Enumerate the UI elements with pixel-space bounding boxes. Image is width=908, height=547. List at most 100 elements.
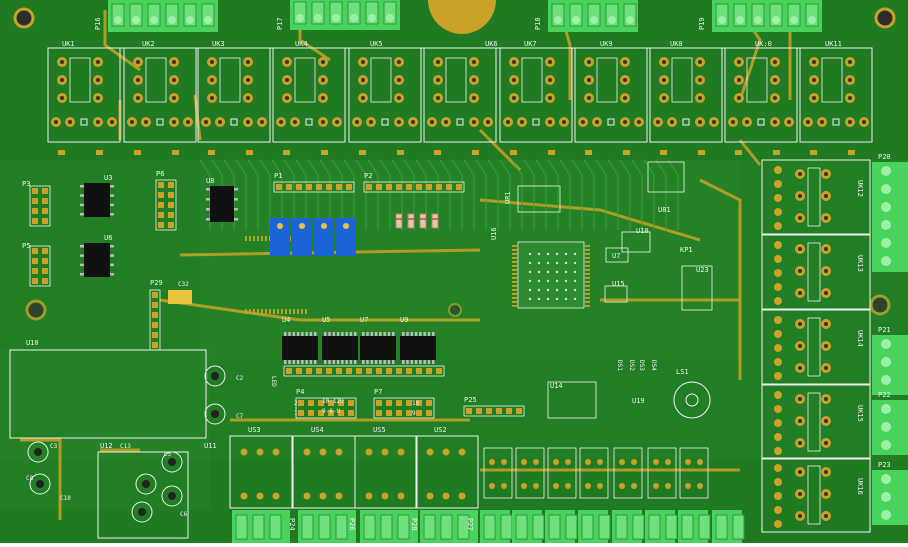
signal-trace: [487, 159, 499, 230]
ic-pin: [206, 198, 210, 201]
relay-pad-hole: [812, 96, 816, 100]
cap-label: C3: [50, 443, 58, 450]
ic-pin: [80, 254, 84, 257]
ic-pin: [406, 332, 409, 336]
mcu-pin-bottom: [305, 309, 307, 314]
terminal-bottom-slot: [318, 514, 331, 540]
terminal-bottom-slot: [681, 514, 694, 540]
ic-pin: [341, 360, 344, 364]
cap-pad: [36, 480, 44, 488]
relay-right-hole: [824, 470, 828, 474]
mini-relay-pad: [501, 459, 507, 465]
header-label: P5: [22, 242, 30, 250]
trimmer-screw: [343, 223, 349, 229]
relay-label: UK5: [370, 40, 383, 48]
mcu-pin-bottom: [293, 309, 295, 314]
mcu-via: [555, 252, 559, 256]
relay-pad-hole: [472, 78, 476, 82]
mini-relay-pad: [653, 459, 659, 465]
right-connector-label: P23: [878, 461, 891, 469]
header-pin: [456, 184, 462, 190]
ic-pin: [80, 185, 84, 188]
relay-pin-hole: [745, 120, 749, 124]
mcu-pin-left: [512, 301, 517, 303]
cap-pad: [168, 458, 176, 466]
right-connector-label: P20: [878, 153, 891, 161]
smd-resistor: [848, 150, 855, 155]
mini-relay-pad: [553, 483, 559, 489]
trimmer-pot: [270, 218, 290, 256]
header-pin: [516, 408, 522, 414]
mcu-pin-top: [249, 236, 251, 241]
header-pin: [328, 400, 334, 406]
mini-relay-pad: [533, 459, 539, 465]
ic-outline: [604, 285, 628, 303]
ic-pin: [324, 360, 327, 364]
cap-label: C32: [178, 281, 189, 288]
relay-pad-hole: [397, 96, 401, 100]
relay-module-right: [761, 384, 871, 460]
relay-pad-hole: [246, 96, 250, 100]
relay-pad-hole: [246, 60, 250, 64]
mcu-pin-left: [512, 249, 517, 251]
ic-pin: [406, 360, 409, 364]
relay-right-hole: [824, 291, 828, 295]
relay-pin-hole: [130, 120, 134, 124]
ic-pin: [414, 332, 418, 336]
relay-pin-hole: [430, 120, 434, 124]
copper-trace: [479, 198, 701, 242]
mini-relay-pad: [597, 483, 603, 489]
trimmer-pot: [314, 218, 334, 256]
signal-trace: [271, 159, 283, 230]
terminal-screw: [332, 14, 340, 22]
relay-right-pin: [774, 316, 782, 324]
ic-label: U3: [104, 174, 112, 182]
ic-pin: [402, 360, 405, 364]
relay-pin-hole: [68, 120, 72, 124]
header-pin: [32, 258, 38, 264]
relay-right-pin: [774, 492, 782, 500]
relay-pin-hole: [260, 120, 264, 124]
misc-label: 9-6-U: [322, 408, 340, 415]
relay-body-outline: [219, 57, 241, 103]
header-pin: [308, 410, 314, 416]
header-pin: [42, 258, 48, 264]
relay-right-hole: [824, 172, 828, 176]
terminal-right-screw: [881, 510, 891, 520]
ic-label: KP1: [680, 246, 693, 254]
signal-trace: [607, 159, 619, 230]
ic-label: UR1: [504, 191, 512, 204]
relay-pad-hole: [210, 60, 214, 64]
header-pin: [386, 184, 392, 190]
mcu-pin-left: [512, 293, 517, 295]
mini-relay-outline: [679, 447, 709, 499]
cap-pad: [211, 410, 219, 418]
terminal-bottom-slot: [532, 514, 545, 540]
mini-relay-outline: [547, 447, 577, 499]
relay-module: [423, 47, 497, 155]
header-pin: [32, 198, 38, 204]
relay-bottom-pad: [319, 448, 327, 456]
mcu-pin-top: [257, 236, 259, 241]
relay-pin-hole: [506, 120, 510, 124]
relay-pad-hole: [662, 60, 666, 64]
relay-pad-hole: [136, 96, 140, 100]
ic-pin: [427, 332, 431, 336]
signal-trace: [391, 159, 403, 230]
ic-pin: [410, 332, 414, 336]
relay-pin-hole: [218, 120, 222, 124]
header-outline: [363, 181, 465, 193]
signal-trace: [559, 159, 571, 230]
ic-pin: [362, 360, 365, 364]
mcu-pin-left: [512, 265, 517, 267]
relay-pin-hole: [862, 120, 866, 124]
mini-relay-pad: [685, 483, 691, 489]
terminal-block-bottom: [420, 510, 478, 543]
terminal-right-screw: [881, 404, 891, 414]
relay-right-hole: [824, 247, 828, 251]
relay-pad-hole: [246, 78, 250, 82]
ic-pin: [392, 332, 395, 336]
relay-pad-hole: [512, 60, 516, 64]
ic-pin: [110, 194, 114, 197]
mini-relay-pad: [631, 483, 637, 489]
